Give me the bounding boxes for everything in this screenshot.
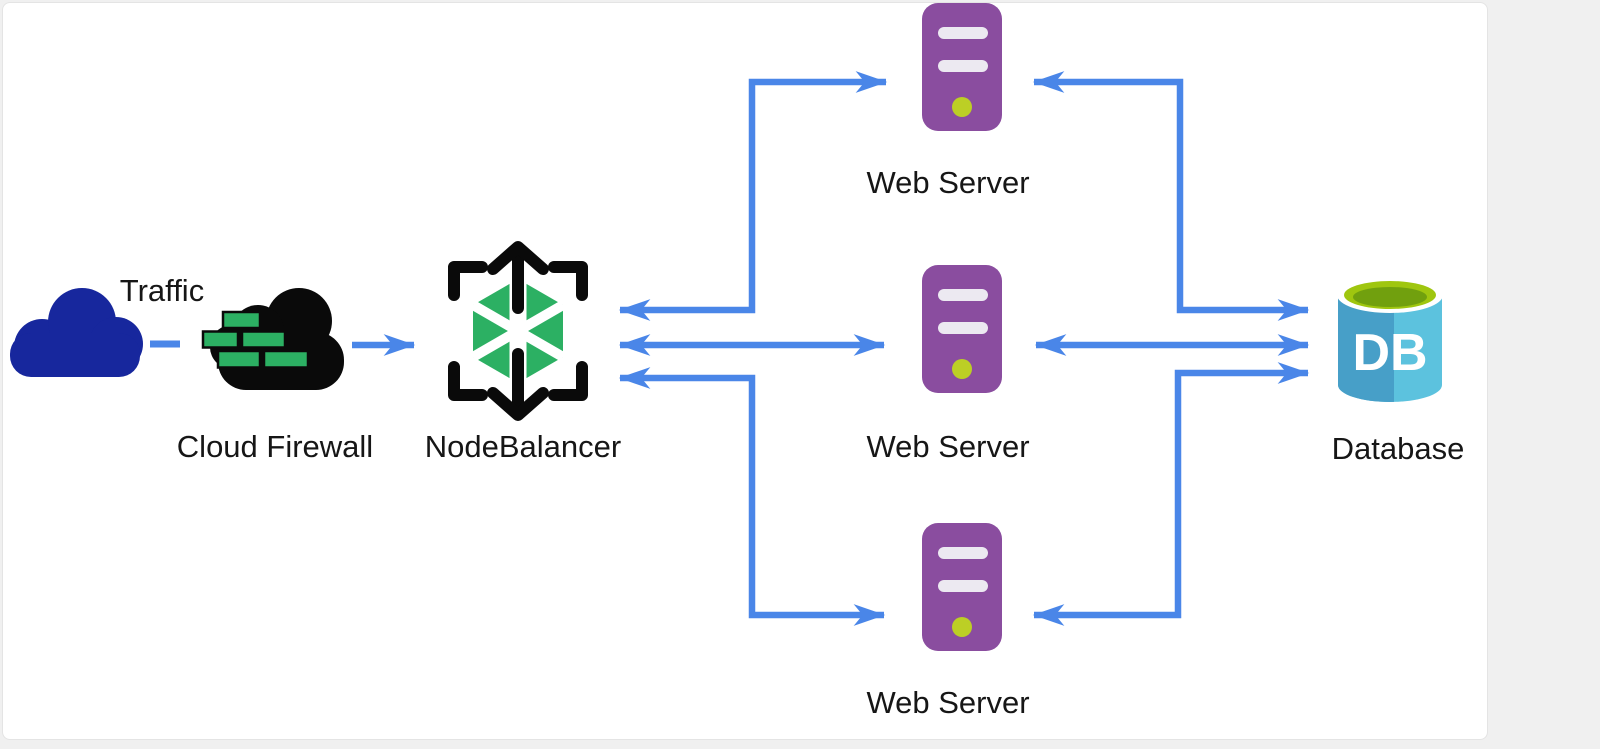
firewall-cloud-icon bbox=[201, 288, 344, 390]
cloud-firewall-label: Cloud Firewall bbox=[176, 429, 374, 464]
db-badge: DB bbox=[1352, 324, 1427, 382]
server-icon bbox=[922, 265, 1002, 393]
edge-webserver1-database bbox=[1032, 71, 1310, 321]
web-server-3-label: Web Server bbox=[866, 685, 1030, 720]
edge-nodebalancer-webserver3 bbox=[618, 367, 886, 626]
traffic-label: Traffic bbox=[119, 273, 205, 308]
database-icon: DB bbox=[1337, 277, 1443, 402]
web-server-2-label: Web Server bbox=[866, 429, 1030, 464]
cloud-icon bbox=[10, 288, 143, 377]
nodebalancer-label: NodeBalancer bbox=[424, 429, 622, 464]
server-icon bbox=[922, 3, 1002, 131]
web-server-1-label: Web Server bbox=[866, 165, 1030, 200]
nodebalancer-icon bbox=[448, 241, 588, 421]
edge-nodebalancer-webserver1 bbox=[618, 71, 888, 321]
edge-webserver3-database bbox=[1032, 362, 1310, 626]
server-icon bbox=[922, 523, 1002, 651]
firewall-bricks bbox=[201, 310, 310, 369]
database-label: Database bbox=[1331, 431, 1465, 466]
